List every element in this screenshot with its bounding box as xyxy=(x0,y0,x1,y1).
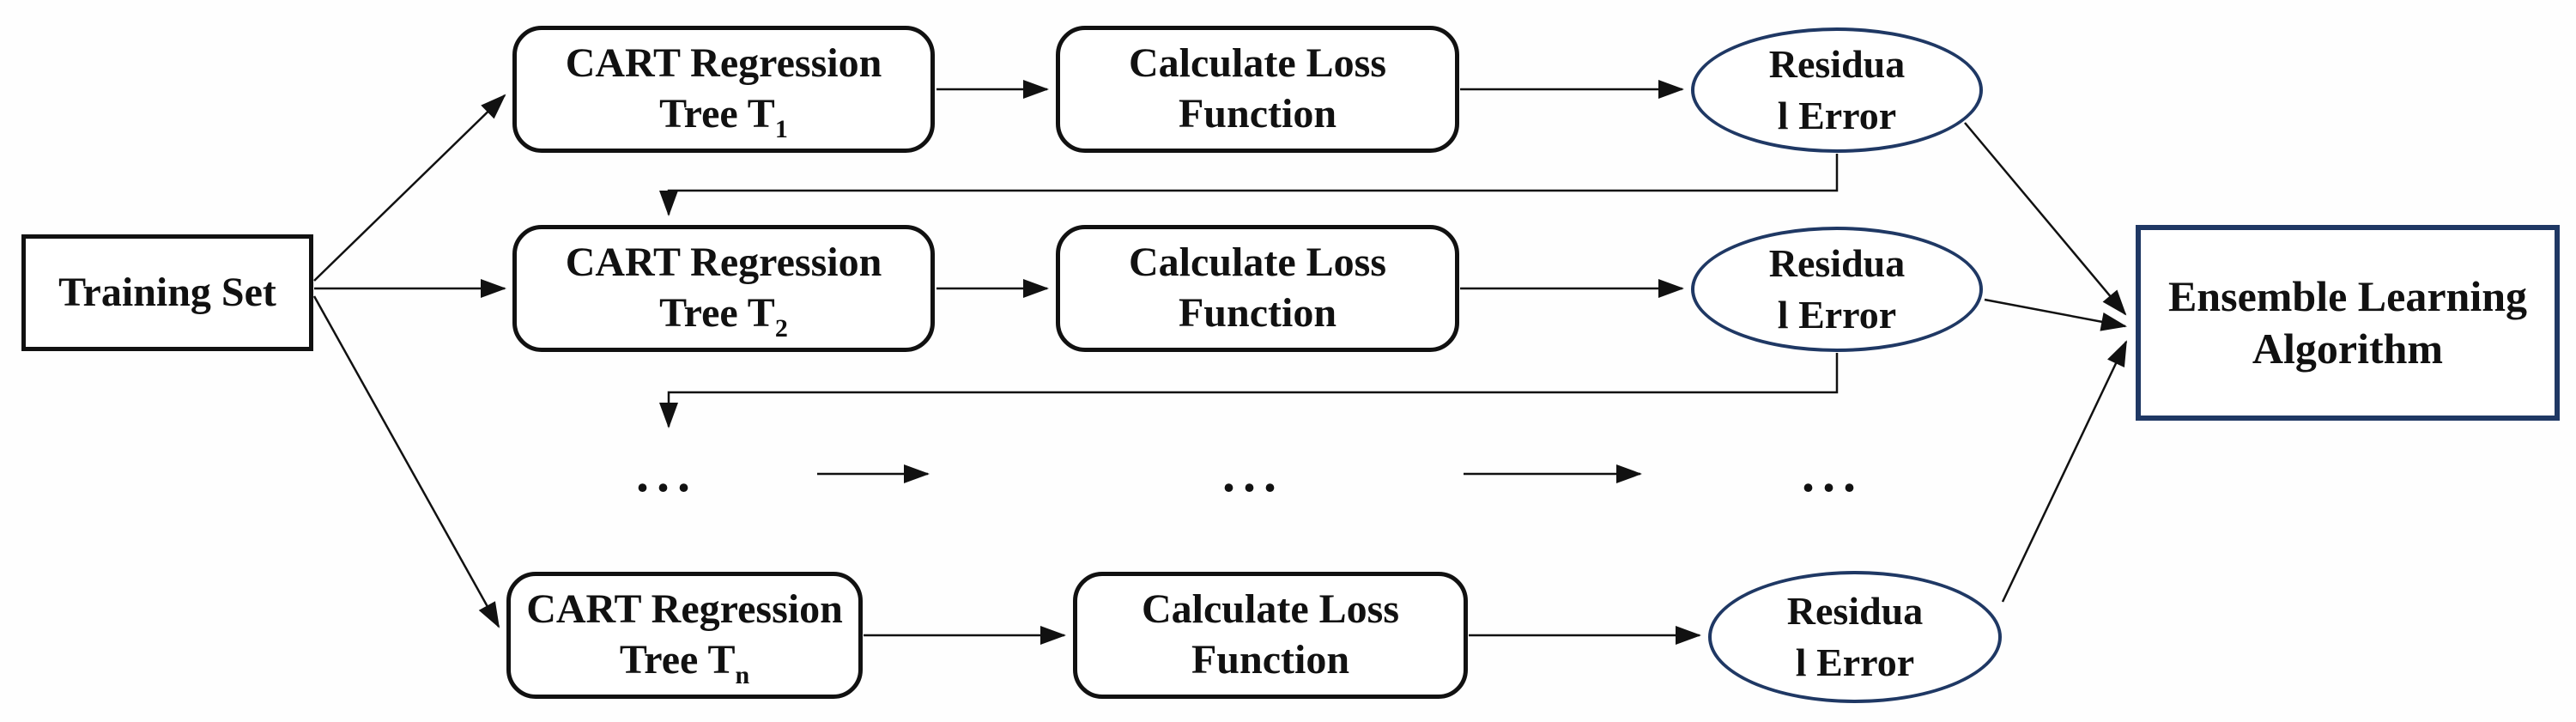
ellipsis-losses: ... xyxy=(1222,445,1284,502)
calc-loss-n-line2: Function xyxy=(1191,637,1350,683)
training-set-label: Training Set xyxy=(58,269,276,315)
ellipsis-trees: ... xyxy=(636,445,698,502)
residual-error-1-node: Residua l Error xyxy=(1691,27,1983,153)
ensemble-line1: Ensemble Learning xyxy=(2167,272,2528,320)
cart-tree-1-subscript: 1 xyxy=(774,115,788,143)
arrow-residual2-to-ensemble xyxy=(1984,298,2127,331)
feedback-arrow-residual2-to-dots xyxy=(659,353,1839,428)
ensemble-line2: Algorithm xyxy=(2252,325,2444,373)
calc-loss-n-node: Calculate Loss Function xyxy=(1073,572,1468,699)
cart-tree-n-line2-text: Tree T xyxy=(619,637,736,683)
cart-tree-1-node: CART Regression Tree T1 xyxy=(512,26,935,153)
calc-loss-1-line2: Function xyxy=(1178,91,1337,137)
arrow-residual1-to-ensemble xyxy=(1964,122,2127,316)
arrow-residual-n-to-ensemble xyxy=(2001,340,2128,603)
calc-loss-1-line1: Calculate Loss xyxy=(1129,40,1386,87)
residual-error-n-line1: Residua xyxy=(1786,589,1924,634)
calc-loss-2-line2: Function xyxy=(1178,290,1337,336)
residual-error-n-line2: l Error xyxy=(1795,640,1915,684)
residual-error-n-node: Residua l Error xyxy=(1708,571,2002,703)
calc-loss-2-node: Calculate Loss Function xyxy=(1056,225,1459,352)
residual-error-2-line2: l Error xyxy=(1777,293,1897,337)
cart-tree-n-line1: CART Regression xyxy=(526,586,843,633)
cart-tree-2-line2: Tree T2 xyxy=(659,288,788,342)
cart-tree-2-line2-text: Tree T xyxy=(659,290,775,336)
ellipsis-residuals: ... xyxy=(1802,445,1864,502)
residual-error-2-node: Residua l Error xyxy=(1691,227,1983,352)
cart-tree-2-subscript: 2 xyxy=(774,314,788,343)
ensemble-learning-node: Ensemble Learning Algorithm xyxy=(2136,225,2560,421)
calc-loss-n-line1: Calculate Loss xyxy=(1142,586,1399,633)
feedback-arrow-residual1-to-tree2 xyxy=(659,154,1839,216)
residual-error-1-line2: l Error xyxy=(1777,94,1897,137)
calc-loss-2-line1: Calculate Loss xyxy=(1129,240,1386,286)
cart-tree-2-node: CART Regression Tree T2 xyxy=(512,225,935,352)
cart-tree-2-line1: CART Regression xyxy=(565,240,882,286)
calc-loss-1-node: Calculate Loss Function xyxy=(1056,26,1459,153)
cart-tree-n-line2: Tree Tn xyxy=(619,635,750,689)
arrow-training-to-tree-n xyxy=(312,295,500,628)
residual-error-2-line1: Residua xyxy=(1768,241,1906,286)
cart-tree-n-node: CART Regression Tree Tn xyxy=(506,572,863,699)
cart-tree-1-line2-text: Tree T xyxy=(659,91,775,137)
cart-tree-1-line2: Tree T1 xyxy=(659,89,788,143)
training-set-node: Training Set xyxy=(21,234,313,351)
cart-tree-1-line1: CART Regression xyxy=(565,40,882,87)
arrow-training-to-tree1 xyxy=(313,94,506,282)
residual-error-1-line1: Residua xyxy=(1768,42,1906,87)
cart-tree-n-subscript: n xyxy=(735,661,750,689)
